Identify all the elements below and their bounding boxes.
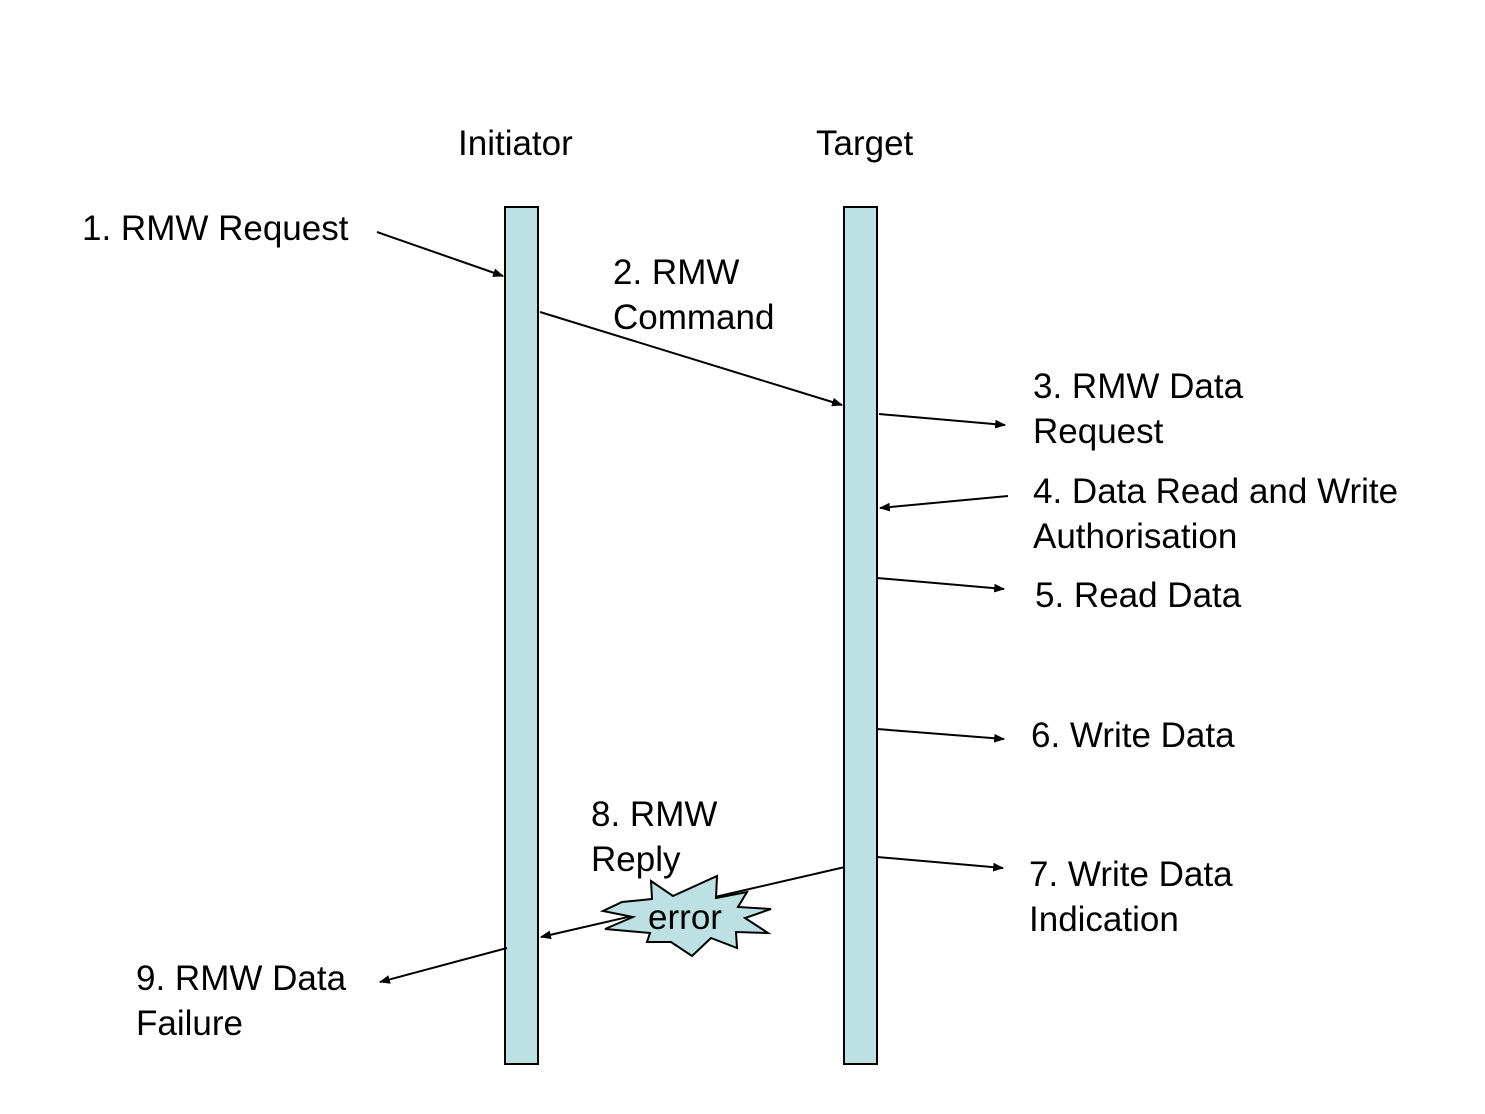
message-label-2-line1: 2. RMW xyxy=(613,253,740,292)
message-label-3-line1: 3. RMW Data xyxy=(1033,367,1244,406)
message-label-7-line1: 7. Write Data xyxy=(1029,855,1233,894)
message-label-3-line2: Request xyxy=(1033,412,1164,451)
message-label-5-line1: 5. Read Data xyxy=(1035,576,1242,615)
message-label-4-line1: 4. Data Read and Write xyxy=(1033,472,1399,511)
arrow-4-authorisation xyxy=(878,495,1009,512)
message-label-2-line2: Command xyxy=(613,298,775,337)
message-label-7-line2: Indication xyxy=(1029,900,1179,939)
arrow-6-write-data xyxy=(876,728,1006,743)
message-label-2: 2. RMW Command xyxy=(613,250,774,340)
message-label-4: 4. Data Read and Write Authorisation xyxy=(1033,469,1398,559)
target-lifeline xyxy=(843,206,878,1065)
lane-header-target: Target xyxy=(816,124,914,163)
message-label-8-line2: Reply xyxy=(591,840,681,879)
error-burst-shape xyxy=(599,874,772,958)
initiator-lifeline xyxy=(504,206,539,1065)
lane-header-initiator: Initiator xyxy=(458,124,573,163)
message-label-4-line2: Authorisation xyxy=(1033,517,1238,556)
message-label-3: 3. RMW Data Request xyxy=(1033,364,1243,454)
message-label-1-line1: 1. RMW Request xyxy=(82,209,349,248)
arrow-1-rmw-request xyxy=(376,231,505,277)
message-label-6-line1: 6. Write Data xyxy=(1031,716,1235,755)
message-label-1: 1. RMW Request xyxy=(82,206,348,251)
error-label: error xyxy=(648,898,722,937)
message-label-9-line2: Failure xyxy=(136,1004,243,1043)
arrow-2-rmw-command xyxy=(539,311,844,407)
message-label-9: 9. RMW Data Failure xyxy=(136,956,346,1046)
error-burst: error xyxy=(599,874,772,958)
message-label-6: 6. Write Data xyxy=(1031,713,1235,758)
arrow-7-write-data-indication xyxy=(876,856,1005,872)
message-label-8-line1: 8. RMW xyxy=(591,795,718,834)
message-label-9-line1: 9. RMW Data xyxy=(136,959,347,998)
arrow-9-rmw-data-failure xyxy=(378,947,508,984)
message-label-5: 5. Read Data xyxy=(1035,573,1241,618)
message-label-8: 8. RMW Reply xyxy=(591,792,717,882)
arrow-5-read-data xyxy=(876,577,1006,593)
arrow-3-rmw-data-request xyxy=(878,413,1007,429)
message-label-7: 7. Write Data Indication xyxy=(1029,852,1233,942)
